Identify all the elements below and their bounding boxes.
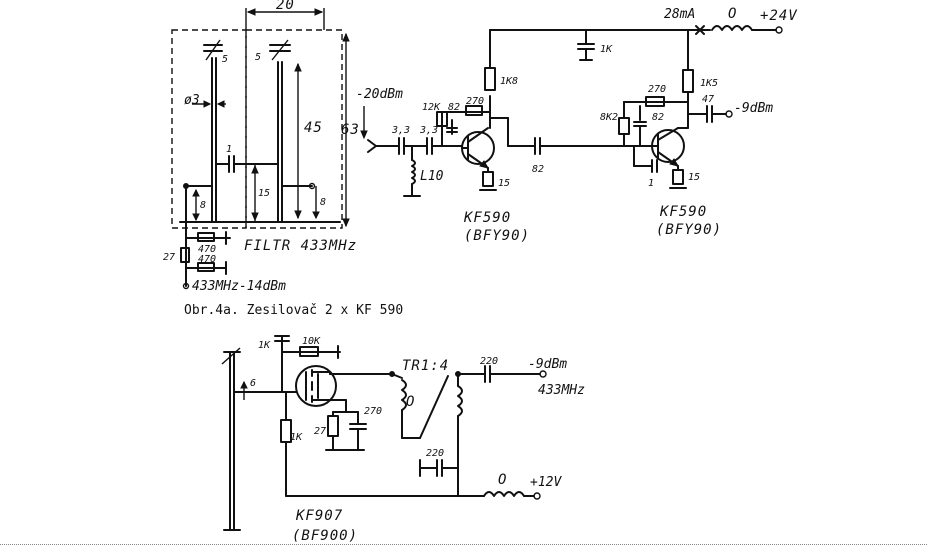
cap-5-right-label: 5	[255, 52, 261, 63]
transistor-kf907	[295, 365, 337, 407]
r-12k-label: 12K	[422, 102, 441, 113]
c-1k-decoupling-label: 1K	[600, 44, 613, 55]
stage3-transistor-label: KF907	[295, 508, 343, 524]
dim-20-label: 20	[276, 0, 295, 13]
current-28ma-label: 28mA	[664, 7, 695, 22]
r-27-label: 27	[163, 252, 175, 263]
transformer-label: TR1:4	[402, 358, 449, 374]
r-1k8-label: 1K8	[500, 76, 518, 87]
dim-diameter-label: ø3	[184, 93, 200, 108]
stage2-amplifier: 28mA O +24V 1K 1K5 270 8K2 8	[489, 6, 798, 238]
r-1k-stage3-label: 1K	[290, 432, 303, 443]
r-270-label: 270	[466, 96, 484, 107]
c-1k-stage3-label: 1K	[258, 340, 271, 351]
stage1-transistor-label: KF590	[463, 210, 511, 226]
c-220b-label: 220	[426, 448, 444, 459]
stage1-equiv-label: (BFY90)	[464, 228, 530, 244]
page-bottom-rule	[0, 544, 927, 545]
dim-45-label: 45	[304, 120, 323, 136]
r-470b-label: 470	[198, 254, 216, 265]
c-82-stage2-label: 82	[652, 112, 664, 123]
c-3-3a-label: 3,3	[391, 125, 410, 136]
choke-o-label: O	[728, 6, 737, 22]
stage1-amplifier: -20dBm 3,3 3,3 L10 12K 270	[356, 29, 641, 244]
filter-cavity-right	[245, 29, 343, 229]
cap-5-left-label: 5	[222, 54, 228, 65]
r-1k5-label: 1K5	[700, 78, 718, 89]
r-27-stage3-label: 27	[314, 426, 326, 437]
r-270-stage2-label: 270	[648, 84, 666, 95]
stage1-input-level: -20dBm	[356, 87, 403, 102]
filter-cavity-left	[171, 29, 247, 229]
tap-6-label: 6	[250, 378, 256, 389]
c-82-coupling-label: 82	[532, 164, 544, 175]
r-8k2-label: 8K2	[600, 112, 618, 123]
stage3-output-label: -9dBm	[528, 357, 567, 372]
supply-24v-label: +24V	[760, 8, 798, 24]
stage3-equiv-label: (BF900)	[292, 528, 358, 544]
dim-8-left-label: 8	[200, 200, 206, 211]
c-220a-label: 220	[480, 356, 498, 367]
r-15-stage1-label: 15	[498, 178, 510, 189]
cap-1-label: 1	[226, 144, 232, 155]
stage3-choke-label: O	[498, 472, 507, 488]
filter-input-label: 433MHz-14dBm	[192, 279, 286, 294]
filter-title: FILTR 433MHz	[244, 238, 357, 254]
dim-63-label: 63	[341, 122, 360, 138]
stage2-transistor-label: KF590	[659, 204, 707, 220]
l10-label: L10	[420, 169, 444, 184]
c-47-label: 47	[702, 94, 714, 105]
c-82-bias-label: 82	[448, 102, 460, 113]
stage3-amplifier: 6 1K 10K 27 270	[221, 335, 585, 544]
c-1-stage2-label: 1	[648, 178, 654, 189]
figure-caption: Obr.4a. Zesilovač 2 x KF 590	[184, 303, 403, 318]
r-10k-label: 10K	[302, 336, 321, 347]
stage2-output-label: -9dBm	[734, 101, 773, 116]
dim-8-right-label: 8	[320, 197, 326, 208]
transformer-coil-label: O	[406, 394, 415, 410]
filter-section: 20 63 5 ø3 5 45	[163, 0, 360, 294]
stage2-equiv-label: (BFY90)	[656, 222, 722, 238]
supply-12v-label: +12V	[530, 475, 562, 490]
r-470a-label: 470	[198, 244, 216, 255]
dim-15-label: 15	[258, 188, 270, 199]
r-15-stage2-label: 15	[688, 172, 700, 183]
stage3-freq-label: 433MHz	[538, 383, 585, 398]
c-3-3b-label: 3,3	[419, 125, 438, 136]
c-270-stage3-label: 270	[364, 406, 382, 417]
